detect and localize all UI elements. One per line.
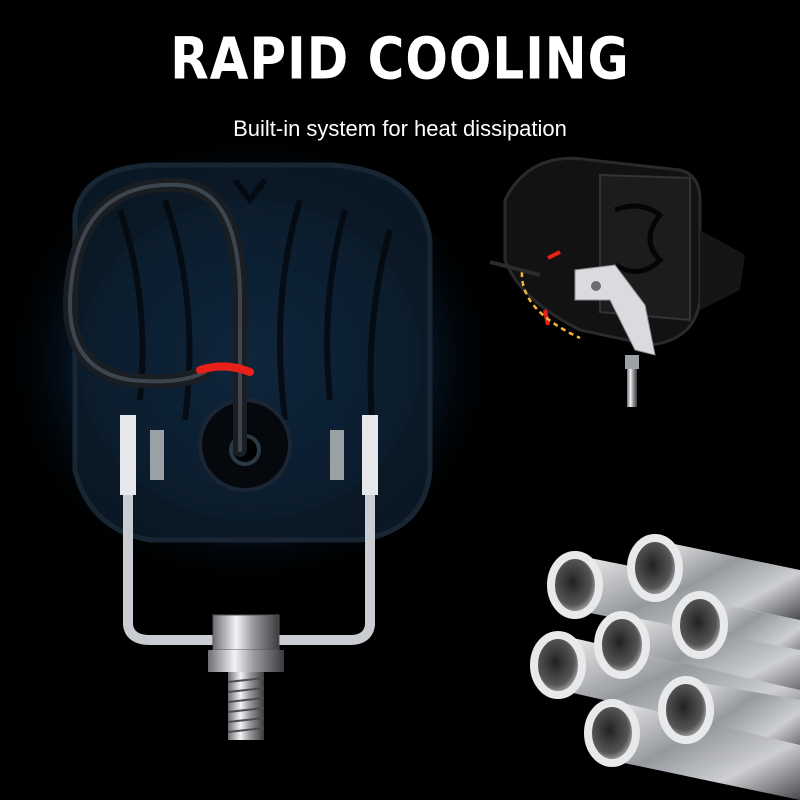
power-cable: [62, 177, 254, 457]
headline: RAPID COOLING: [170, 25, 630, 93]
aluminum-tubes: [530, 534, 800, 800]
side-view-light: [489, 156, 745, 407]
bolt: [208, 614, 284, 740]
